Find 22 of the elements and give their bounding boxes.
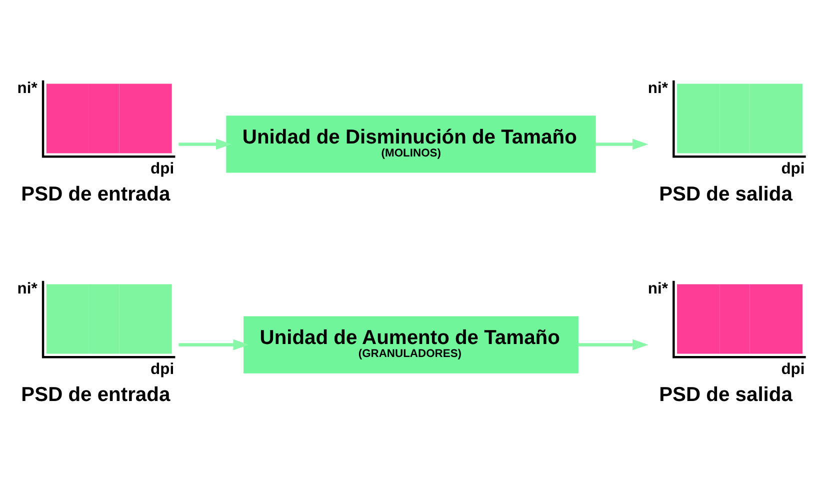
node-label: dpi	[781, 361, 805, 378]
node-picture	[42, 80, 176, 158]
node-picture	[42, 280, 176, 358]
node-picture	[672, 80, 806, 158]
node-label: dpi	[150, 160, 174, 178]
node-box: Unidad de Disminución de Tamaño (MOLINOS)	[226, 116, 596, 173]
node-label: PSD de salida	[659, 384, 792, 406]
node-box: Unidad de Aumento de Tamaño (GRANULADORES)	[244, 316, 578, 374]
node-label: PSD de entrada	[21, 384, 170, 406]
node-label: ni*	[648, 80, 668, 97]
node-label: dpi	[150, 361, 174, 378]
arrow	[596, 138, 648, 150]
node-label: PSD de entrada	[21, 184, 170, 206]
node-label: ni*	[17, 80, 38, 97]
node-label: dpi	[781, 160, 805, 178]
arrow	[178, 339, 249, 350]
node-picture	[672, 280, 806, 358]
node-label: PSD de salida	[659, 184, 792, 206]
arrow	[578, 339, 648, 350]
node-label: ni*	[648, 280, 668, 298]
node-label: ni*	[17, 280, 38, 298]
arrow	[178, 138, 232, 150]
